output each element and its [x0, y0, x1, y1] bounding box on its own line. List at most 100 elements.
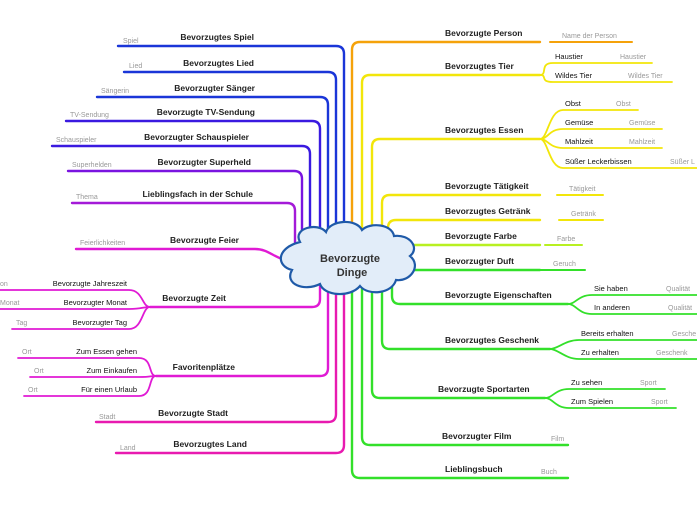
subtopic-sportarten-0[interactable]: Zu sehen — [571, 378, 602, 387]
note-superheld: Superhelden — [72, 162, 112, 169]
topic-feier[interactable]: Bevorzugte Feier — [170, 235, 240, 245]
subnote-zeit-1: Monat — [0, 300, 20, 307]
subtopic-essen-3[interactable]: Süßer Leckerbissen — [565, 157, 632, 166]
note-feier: Feierlichkeiten — [80, 240, 125, 247]
subtopic-plaetze-1[interactable]: Zum Einkaufen — [87, 366, 137, 375]
sub-line-plaetze-2 — [23, 375, 157, 397]
branch-line-lied — [122, 70, 338, 262]
sub-line-tier-1 — [539, 74, 673, 83]
subtopic-eigenschaften-0[interactable]: Sie haben — [594, 284, 628, 293]
subnote-plaetze-2: Ort — [28, 387, 38, 394]
branch-lines — [0, 40, 697, 480]
topic-essen[interactable]: Bevorzugtes Essen — [445, 125, 523, 135]
note-duft: Geruch — [553, 261, 576, 268]
subnote-sportarten-1: Sport — [651, 399, 668, 406]
topic-tv[interactable]: Bevorzugte TV-Sendung — [157, 107, 255, 117]
subnote-essen-0: Obst — [616, 101, 631, 108]
note-schulfach: Thema — [76, 194, 98, 201]
branch-line-taetigkeit — [380, 193, 542, 262]
central-topic[interactable]: Bevorzugte Dinge — [279, 220, 416, 296]
subnote-tier-1: Wildes Tier — [628, 73, 663, 80]
topic-spiel[interactable]: Bevorzugtes Spiel — [180, 32, 254, 42]
topic-zeit[interactable]: Bevorzugte Zeit — [162, 293, 226, 303]
subtopic-tier-0[interactable]: Haustier — [555, 52, 583, 61]
note-schauspieler: Schauspieler — [56, 137, 97, 144]
subtopic-zeit-2[interactable]: Bevorzugter Tag — [73, 318, 127, 327]
note-spiel: Spiel — [123, 38, 139, 45]
branch-line-superheld — [66, 169, 304, 262]
topic-duft[interactable]: Bevorzugter Duft — [445, 256, 514, 266]
topic-farbe[interactable]: Bevorzugte Farbe — [445, 231, 517, 241]
subnote-eigenschaften-1: Qualität — [668, 305, 692, 312]
branch-line-sportarten — [370, 258, 547, 400]
branch-line-essen — [370, 137, 542, 262]
topic-tier[interactable]: Bevorzugtes Tier — [445, 61, 515, 71]
branch-line-schulfach — [70, 201, 297, 262]
subtopic-tier-1[interactable]: Wildes Tier — [555, 71, 593, 80]
note-person: Name der Person — [562, 33, 617, 40]
note-farbe: Farbe — [557, 236, 575, 243]
subnote-zeit-2: Tag — [16, 320, 27, 327]
subnote-tier-0: Haustier — [620, 54, 647, 61]
note-stadt: Stadt — [99, 414, 115, 421]
sub-line-geschenk-0 — [549, 339, 697, 350]
subnote-essen-1: Gemüse — [629, 120, 656, 127]
subtopic-eigenschaften-1[interactable]: In anderen — [594, 303, 630, 312]
subnote-geschenk-1: Geschenk — [656, 350, 688, 357]
subtopic-essen-1[interactable]: Gemüse — [565, 118, 593, 127]
branch-line-feier — [74, 247, 292, 262]
subtopic-geschenk-1[interactable]: Zu erhalten — [581, 348, 619, 357]
topic-geschenk[interactable]: Bevorzugtes Geschenk — [445, 335, 539, 345]
topic-stadt[interactable]: Bevorzugte Stadt — [158, 408, 228, 418]
topic-buch[interactable]: Lieblingsbuch — [445, 464, 503, 474]
topic-lied[interactable]: Bevorzugtes Lied — [183, 58, 254, 68]
branch-line-eigenschaften — [390, 258, 570, 306]
topic-getraenk[interactable]: Bevorzugtes Getränk — [445, 206, 531, 216]
subtopic-geschenk-0[interactable]: Bereits erhalten — [581, 329, 634, 338]
branch-line-buch — [350, 258, 570, 480]
topic-plaetze[interactable]: Favoritenplätze — [173, 362, 236, 372]
topic-person[interactable]: Bevorzugte Person — [445, 28, 522, 38]
branch-line-person — [350, 40, 542, 262]
branch-line-plaetze — [154, 258, 330, 378]
branch-line-saenger — [95, 95, 330, 262]
topic-schauspieler[interactable]: Bevorzugter Schauspieler — [144, 132, 250, 142]
subtopic-essen-2[interactable]: Mahlzeit — [565, 137, 594, 146]
topic-landtopic[interactable]: Bevorzugtes Land — [173, 439, 247, 449]
subnote-geschenk-0: Gesche — [672, 331, 696, 338]
sub-line-essen-3 — [539, 138, 697, 169]
subtopic-plaetze-2[interactable]: Für einen Urlaub — [81, 385, 137, 394]
sub-line-essen-1 — [539, 128, 663, 140]
subtopic-zeit-1[interactable]: Bevorzugter Monat — [64, 298, 128, 307]
sub-line-eigenschaften-1 — [567, 303, 697, 315]
branch-line-tier — [360, 73, 542, 262]
note-saenger: Sängerin — [101, 88, 129, 95]
subnote-plaetze-1: Ort — [34, 368, 44, 375]
topic-film[interactable]: Bevorzugter Film — [442, 431, 512, 441]
subnote-eigenschaften-0: Qualität — [666, 286, 690, 293]
subtopic-plaetze-0[interactable]: Zum Essen gehen — [76, 347, 137, 356]
sub-line-eigenschaften-0 — [567, 294, 697, 305]
branch-line-landtopic — [114, 258, 346, 455]
topic-saenger[interactable]: Bevorzugter Sänger — [174, 83, 255, 93]
subtopic-essen-0[interactable]: Obst — [565, 99, 582, 108]
sub-line-zeit-1 — [0, 306, 151, 310]
topic-schulfach[interactable]: Lieblingsfach in der Schule — [142, 189, 253, 199]
central-cloud-shape — [279, 220, 416, 296]
note-film: Film — [551, 436, 564, 443]
note-buch: Buch — [541, 469, 557, 476]
branch-line-tv — [64, 119, 322, 262]
subtopic-zeit-0[interactable]: Bevorzugte Jahreszeit — [53, 279, 128, 288]
topic-sportarten[interactable]: Bevorzugte Sportarten — [438, 384, 530, 394]
topic-taetigkeit[interactable]: Bevorzugte Tätigkeit — [445, 181, 529, 191]
topic-superheld[interactable]: Bevorzugter Superheld — [157, 157, 251, 167]
subnote-sportarten-0: Sport — [640, 380, 657, 387]
topic-eigenschaften[interactable]: Bevorzugte Eigenschaften — [445, 290, 552, 300]
sub-line-sportarten-1 — [544, 397, 677, 409]
central-topic-line1: Bevorzugte — [320, 253, 380, 265]
subtopic-sportarten-1[interactable]: Zum Spielen — [571, 397, 613, 406]
note-landtopic: Land — [120, 445, 136, 452]
note-tv: TV-Sendung — [70, 112, 109, 119]
central-topic-line2: Dinge — [337, 267, 368, 279]
branch-line-spiel — [116, 44, 346, 262]
